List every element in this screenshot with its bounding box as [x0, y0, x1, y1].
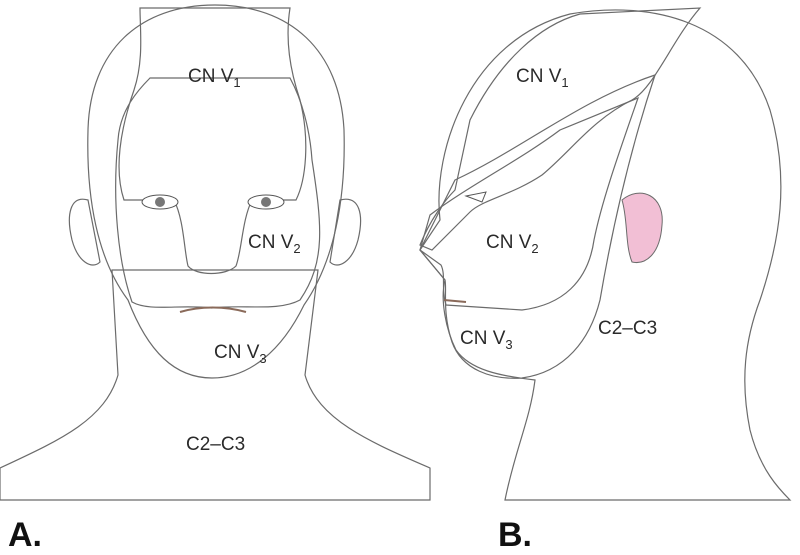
ear-profile [621, 192, 663, 263]
region-cn-v2-profile [419, 96, 640, 311]
region-c2-c3-profile [419, 9, 792, 501]
mouth [179, 306, 247, 313]
ear-right [329, 198, 362, 266]
region-cn-v1-front [118, 7, 307, 275]
region-c2-c3-front [0, 269, 431, 501]
eye-profile [464, 191, 487, 203]
profile-view-head [419, 7, 792, 501]
label-cn-v1-profile: CN V1 [516, 66, 569, 90]
region-cn-v3-profile [419, 74, 656, 379]
region-cn-v3-front [87, 4, 345, 379]
label-c2-c3-front: C2–C3 [186, 434, 245, 455]
panel-label-a: A. [8, 516, 42, 554]
label-cn-v3-profile: CN V3 [460, 328, 513, 352]
iris-left [155, 197, 165, 207]
label-cn-v3-front: CN V3 [214, 342, 267, 366]
label-c2-c3-profile: C2–C3 [598, 318, 657, 339]
ear-left [68, 198, 101, 266]
mouth-profile [443, 299, 467, 303]
region-cn-v1-profile [419, 7, 702, 251]
iris-right [261, 197, 271, 207]
region-cn-v2-front [115, 77, 321, 309]
label-cn-v2-front: CN V2 [248, 232, 301, 256]
panel-label-b: B. [498, 516, 532, 554]
label-cn-v2-profile: CN V2 [486, 232, 539, 256]
label-cn-v1-front: CN V1 [188, 66, 241, 90]
front-view-head [0, 4, 431, 501]
